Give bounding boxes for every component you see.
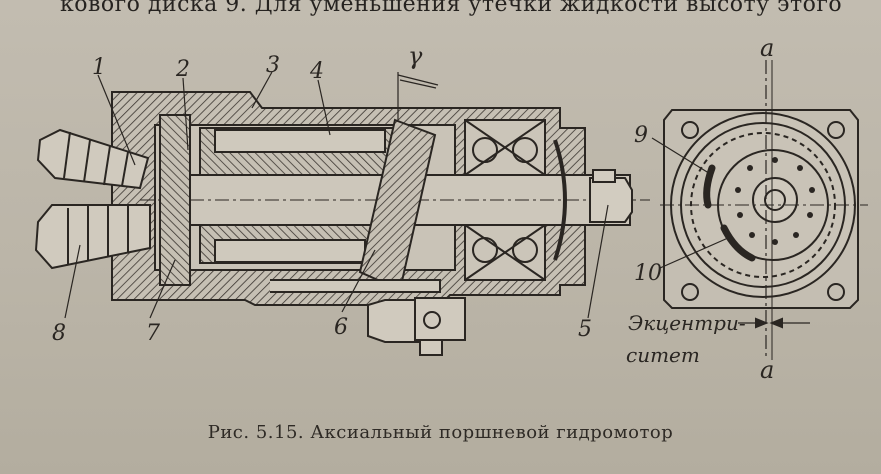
label-2: 2	[175, 57, 190, 82]
label-10: 10	[634, 261, 662, 286]
kidney-slot-upper	[703, 164, 716, 209]
hub	[752, 177, 798, 223]
label-9: 9	[634, 123, 648, 148]
label-gamma: γ	[408, 42, 423, 70]
label-1: 1	[92, 55, 106, 80]
figure-caption: Рис. 5.15. Аксиальный поршневой гидромот…	[207, 422, 674, 443]
label-5: 5	[578, 317, 592, 342]
sectional-view	[34, 71, 650, 356]
fitting-lower	[34, 204, 151, 270]
label-eccentricity-2: ситет	[626, 343, 700, 367]
shaft-end	[589, 177, 633, 223]
kidney-slot-lower	[720, 224, 756, 262]
label-a-bottom: a	[760, 356, 774, 384]
piston-lower	[214, 239, 366, 263]
label-eccentricity-1: Экцентри-	[628, 311, 746, 335]
piston-upper	[214, 129, 386, 153]
label-4: 4	[309, 59, 324, 84]
fitting-upper	[36, 128, 150, 190]
label-8: 8	[52, 321, 66, 346]
label-7: 7	[146, 321, 160, 346]
valve-plate	[159, 114, 191, 286]
hole-ring	[735, 157, 815, 245]
label-3: 3	[266, 53, 280, 78]
body-text-line: кового диска 9. Для уменьшения утечки жи…	[60, 0, 843, 17]
fitting-bottom	[367, 297, 466, 356]
label-6: 6	[334, 315, 348, 340]
label-a-top: a	[760, 34, 774, 62]
seal	[553, 139, 567, 261]
end-view	[651, 60, 868, 360]
